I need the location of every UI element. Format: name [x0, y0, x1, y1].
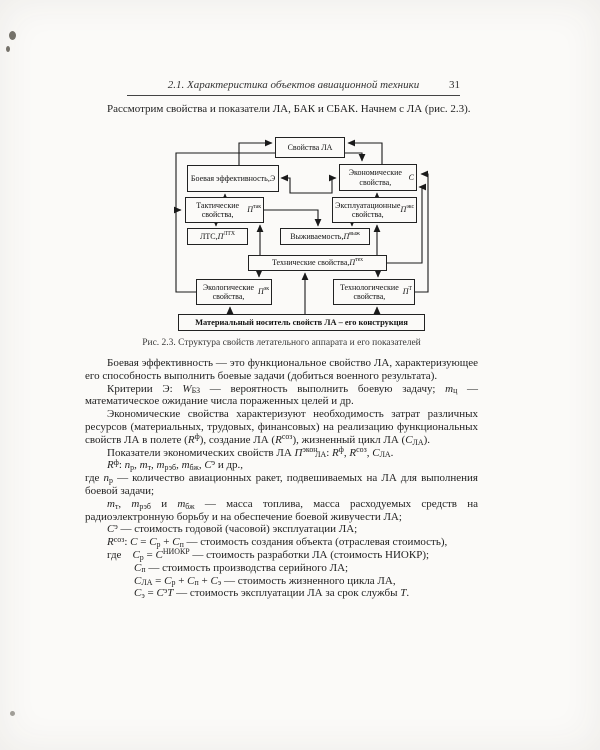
paragraph-cla: СЛА = Ср + Сп + Сэ — стоимость жизненног… [134, 574, 396, 588]
running-head: 2.1. Характеристика объектов авиационной… [127, 79, 460, 93]
paragraph-mass: mт, mрэб и mбж — масса топлива, масса ра… [85, 497, 478, 523]
box-material-carrier: Материальный носитель свойств ЛА – его к… [178, 314, 425, 331]
paragraph-indicators: Показатели экономических свойств ЛА Пэко… [107, 445, 394, 460]
paragraph-ce2: Сэ = СэТ — стоимость эксплуатации ЛА за … [134, 585, 410, 601]
figure-caption: Рис. 2.3. Структура свойств летательного… [142, 338, 421, 348]
box-economic-properties: Экономические свойства, С [339, 164, 417, 191]
paragraph-combat: Боевая эффективность — это функционально… [85, 357, 478, 382]
page-number: 31 [449, 79, 460, 91]
box-combat-effectiveness: Боевая эффективность, Э [187, 165, 279, 192]
scan-speck [10, 711, 15, 716]
body-text: Боевая эффективность — это функционально… [85, 357, 478, 600]
scan-speck [6, 46, 10, 52]
paragraph-criteria: Критерии Э: WБЗ — вероятность выполнить … [85, 382, 478, 408]
intro-paragraph: Рассмотрим свойства и показатели ЛА, БАК… [107, 103, 471, 115]
figure-2-3: Свойства ЛА Боевая эффективность, Э Экон… [90, 133, 435, 335]
header-rule [127, 95, 460, 96]
paragraph-rf: Rф: nр, mт, mрэб, mбж, Сэ и др., [107, 457, 244, 473]
paragraph-ce: Сэ — стоимость годовой (часовой) эксплуа… [107, 521, 358, 536]
chapter-title: 2.1. Характеристика объектов авиационной… [167, 79, 420, 91]
paragraph-cr: где Ср = СНИОКР — стоимость разработки Л… [107, 547, 430, 562]
box-properties-la: Свойства ЛА [275, 137, 345, 158]
figure-arrows [173, 139, 429, 315]
paragraph-cp: Сп — стоимость производства серийного ЛА… [134, 561, 349, 575]
paragraph-rsoz: Rсоз: С = Ср + Сп — стоимость создания о… [107, 534, 448, 549]
scan-speck [9, 31, 16, 40]
paragraph-economic: Экономические свойства характеризуют нео… [85, 408, 478, 447]
paragraph-np: где nр — количество авиационных ракет, п… [85, 472, 478, 497]
